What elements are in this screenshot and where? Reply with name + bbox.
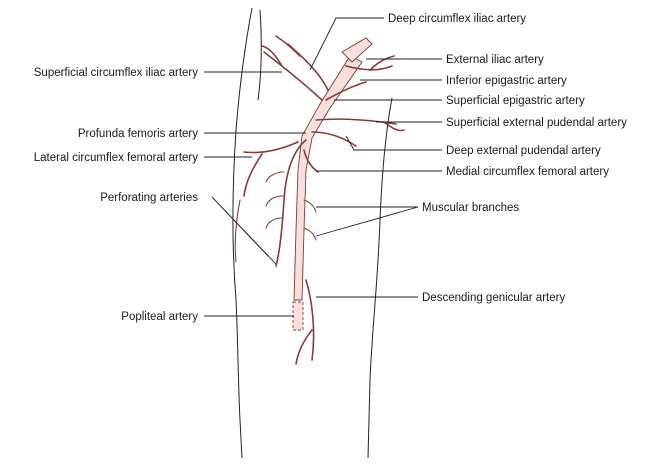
profunda-femoris-branch [275,139,307,267]
lateral-descending-vessel [234,199,241,263]
label-medial-circumflex-femoral: Medial circumflex femoral artery [446,166,609,178]
superficial-circumflex-iliac-branch [261,45,323,101]
thigh-medial-outline [367,97,393,459]
external-iliac-artery [341,37,373,63]
lateral-circumflex-femoral-branch [243,141,299,197]
label-deep-external-pudendal: Deep external pudendal artery [446,145,601,157]
descending-genicular-branch [295,279,315,365]
buttock-outline [257,9,262,101]
popliteal-segment [292,301,304,331]
inferior-epigastric-branch [345,55,395,71]
label-profunda-femoris: Profunda femoris artery [78,128,198,140]
muscular-branch [303,199,317,241]
label-deep-circumflex-iliac: Deep circumflex iliac artery [388,13,526,25]
label-lateral-circumflex-femoral: Lateral circumflex femoral artery [34,152,198,164]
label-muscular-branches: Muscular branches [422,202,519,214]
label-superficial-circumflex-iliac: Superficial circumflex iliac artery [34,67,198,79]
label-external-iliac: External iliac artery [446,54,544,66]
label-superficial-epigastric: Superficial epigastric artery [446,95,585,107]
deep-circumflex-iliac-branch [275,35,329,91]
perforating-branch [265,171,285,229]
label-inferior-epigastric: Inferior epigastric artery [446,75,567,87]
superficial-external-pudendal-branch [315,118,405,132]
label-descending-genicular: Descending genicular artery [422,292,565,304]
leader-muscular-branches-2 [315,206,419,237]
label-perforating: Perforating arteries [100,192,198,204]
label-superficial-external-pudendal: Superficial external pudendal artery [446,117,627,129]
leader-deep-external-pudendal [345,135,442,151]
femoral-artery [293,55,363,301]
superficial-epigastric-branch [325,81,367,101]
deep-external-pudendal-branch [311,131,357,147]
leader-deep-circumflex-iliac [309,17,384,71]
leader-perforating-2 [211,196,269,257]
label-popliteal: Popliteal artery [121,311,198,323]
